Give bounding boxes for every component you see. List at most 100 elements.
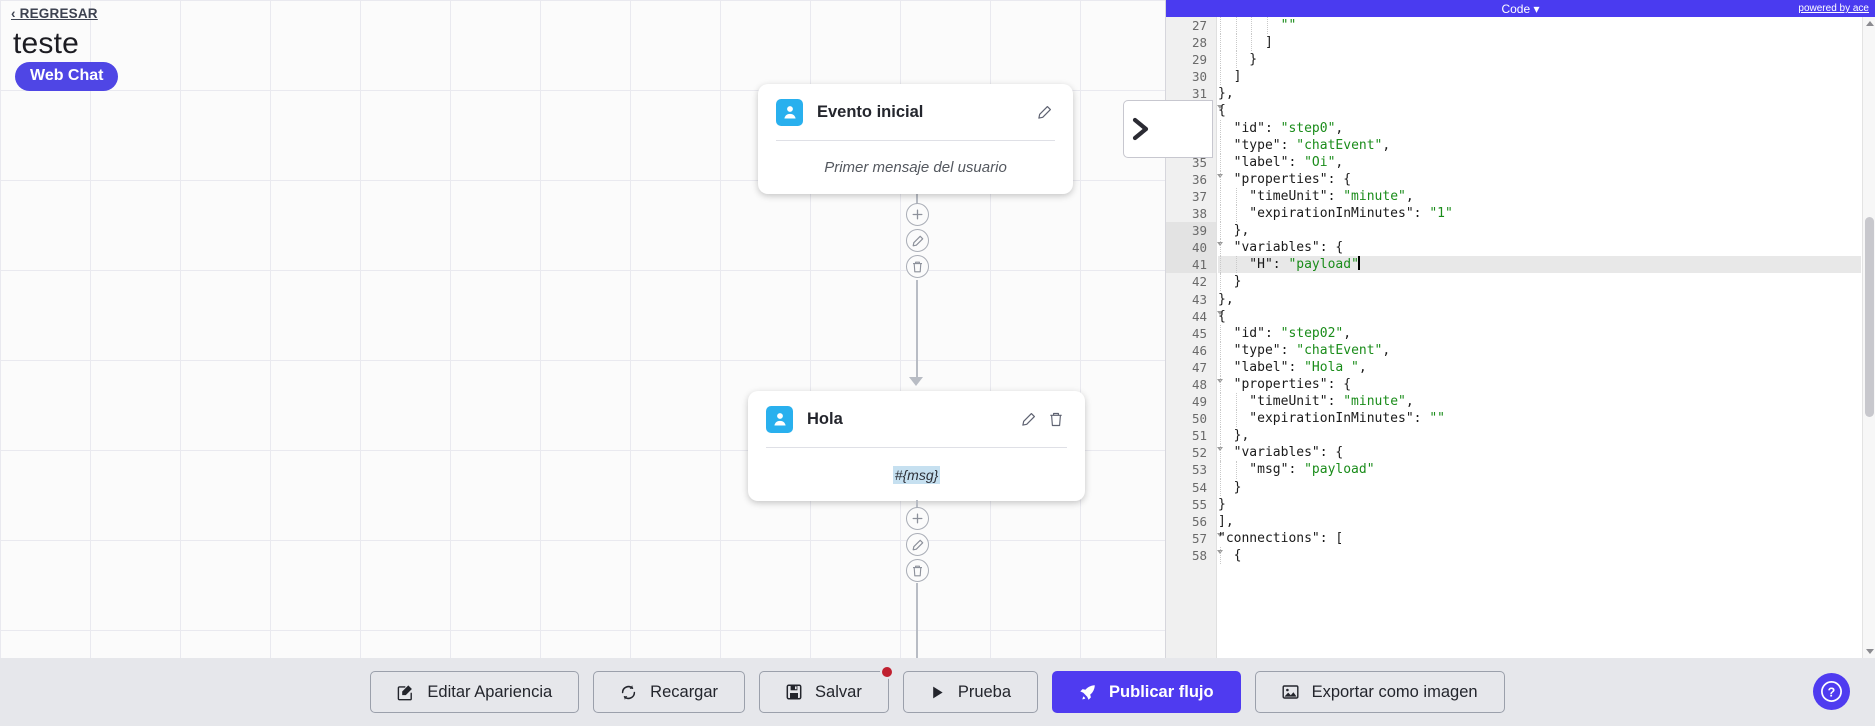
gutter-line-number[interactable]: 51: [1191, 428, 1207, 444]
gutter-line-number[interactable]: 42: [1191, 274, 1207, 290]
code-line[interactable]: }: [1218, 496, 1861, 513]
gutter-line-number[interactable]: 49: [1191, 394, 1207, 410]
code-line[interactable]: "timeUnit": "minute",: [1218, 187, 1861, 206]
code-line[interactable]: ],: [1218, 513, 1861, 530]
code-line[interactable]: "variables": {: [1218, 239, 1861, 257]
gutter-line-number[interactable]: 45: [1191, 325, 1207, 341]
editor-title[interactable]: Code ▾: [1501, 2, 1539, 16]
gutter-line-number[interactable]: 31: [1191, 86, 1207, 102]
code-line[interactable]: }: [1218, 51, 1861, 69]
scroll-up-icon[interactable]: [1866, 21, 1874, 26]
code-line[interactable]: }: [1218, 273, 1861, 291]
add-step-button[interactable]: [906, 507, 929, 530]
salvar-button[interactable]: Salvar: [759, 665, 894, 713]
editor-code-rows[interactable]: "" ] } ]},{ "id": "step0", "type": "chat…: [1218, 17, 1874, 564]
gutter-line-number[interactable]: 30: [1191, 69, 1207, 85]
code-line[interactable]: },: [1218, 85, 1861, 102]
editar-apariencia-button[interactable]: Editar Apariencia: [370, 671, 580, 713]
scroll-down-icon[interactable]: [1866, 649, 1874, 654]
code-line[interactable]: "expirationInMinutes": "1": [1218, 205, 1861, 223]
code-line[interactable]: "": [1218, 17, 1861, 35]
gutter-line-number[interactable]: 41: [1166, 256, 1216, 274]
code-line[interactable]: },: [1218, 222, 1874, 240]
edit-icon[interactable]: [1017, 408, 1039, 430]
code-line[interactable]: "type": "chatEvent",: [1218, 341, 1861, 359]
trash-icon[interactable]: [1045, 408, 1067, 430]
node-body[interactable]: #{msg}: [766, 448, 1067, 501]
gutter-line-number[interactable]: 56: [1191, 513, 1207, 529]
fold-toggle-icon[interactable]: [1217, 310, 1223, 315]
code-line[interactable]: ]: [1218, 34, 1861, 52]
recargar-button[interactable]: Recargar: [593, 671, 746, 713]
editor-scrollbar[interactable]: [1862, 17, 1875, 658]
code-line[interactable]: "properties": {: [1218, 170, 1861, 188]
gutter-line-number[interactable]: 58: [1166, 547, 1223, 564]
edit-connection-button[interactable]: [906, 229, 929, 252]
node-body-text: Primer mensaje del usuario: [824, 159, 1007, 176]
gutter-line-number[interactable]: 54: [1191, 479, 1207, 495]
add-step-button[interactable]: [906, 203, 929, 226]
back-link[interactable]: ‹ REGRESAR: [11, 6, 98, 21]
gutter-line-number[interactable]: 47: [1191, 359, 1207, 375]
editor-content[interactable]: 2728293031323334353637383940414243444546…: [1166, 17, 1875, 658]
gutter-line-number[interactable]: 35: [1191, 154, 1207, 170]
gutter-line-number[interactable]: 50: [1191, 411, 1207, 427]
code-line[interactable]: {: [1218, 546, 1861, 564]
flow-node-hola[interactable]: Hola #{msg}: [748, 391, 1085, 501]
code-line[interactable]: "label": "Oi",: [1218, 153, 1861, 171]
gutter-line-number[interactable]: 38: [1191, 206, 1207, 222]
help-button[interactable]: ?: [1813, 673, 1850, 710]
gutter-line-number[interactable]: 48: [1166, 376, 1223, 393]
gutter-line-number[interactable]: 53: [1191, 462, 1207, 478]
edit-icon[interactable]: [1033, 101, 1055, 123]
code-line[interactable]: },: [1218, 291, 1861, 308]
publicar-flujo-button[interactable]: Publicar flujo: [1052, 671, 1241, 713]
code-line[interactable]: "msg": "payload": [1218, 461, 1861, 479]
code-line[interactable]: {: [1218, 102, 1861, 119]
flow-node-evento-inicial[interactable]: Evento inicial Primer mensaje del usuari…: [758, 84, 1073, 194]
gutter-line-number[interactable]: 43: [1191, 291, 1207, 307]
gutter-line-number[interactable]: 28: [1191, 35, 1207, 51]
gutter-line-number[interactable]: 46: [1191, 342, 1207, 358]
code-line[interactable]: "type": "chatEvent",: [1218, 136, 1861, 154]
gutter-line-number[interactable]: 39: [1166, 222, 1216, 240]
code-line[interactable]: "label": "Hola ",: [1218, 358, 1861, 376]
code-line[interactable]: "id": "step0",: [1218, 119, 1861, 137]
fold-toggle-icon[interactable]: [1217, 105, 1223, 110]
code-line[interactable]: "variables": {: [1218, 444, 1861, 462]
fold-toggle-icon[interactable]: [1217, 532, 1223, 537]
indent-guide: [1220, 478, 1221, 496]
gutter-line-number[interactable]: 27: [1191, 18, 1207, 33]
scrollbar-thumb[interactable]: [1865, 217, 1874, 417]
code-line[interactable]: },: [1218, 427, 1861, 445]
gutter-line-number[interactable]: 44: [1166, 308, 1223, 325]
code-line[interactable]: "expirationInMinutes": "": [1218, 410, 1861, 428]
exportar-como-imagen-button[interactable]: Exportar como imagen: [1254, 671, 1505, 713]
chevron-down-icon[interactable]: ▾: [1533, 1, 1540, 16]
delete-connection-button[interactable]: [906, 559, 929, 582]
edit-connection-button[interactable]: [906, 533, 929, 556]
gutter-line-number[interactable]: 29: [1191, 52, 1207, 68]
code-line[interactable]: ]: [1218, 68, 1861, 86]
gutter-line-number[interactable]: 55: [1191, 496, 1207, 512]
prueba-button[interactable]: Prueba: [902, 671, 1039, 713]
code-line[interactable]: "id": "step02",: [1218, 324, 1861, 342]
gutter-line-number[interactable]: 57: [1166, 530, 1223, 547]
flow-canvas[interactable]: ‹ REGRESAR teste Web Chat Evento inic: [0, 0, 1165, 658]
code-line[interactable]: "H": "payload": [1218, 256, 1861, 274]
code-line[interactable]: }: [1218, 478, 1861, 496]
code-line[interactable]: "properties": {: [1218, 375, 1861, 394]
code-editor-panel[interactable]: Code ▾ powered by ace 272829303132333435…: [1165, 0, 1875, 658]
delete-connection-button[interactable]: [906, 255, 929, 278]
code-line[interactable]: "connections": [: [1218, 530, 1861, 547]
gutter-line-number[interactable]: 52: [1166, 444, 1223, 461]
gutter-line-number[interactable]: 40: [1166, 239, 1223, 257]
collapse-editor-button[interactable]: [1123, 100, 1213, 158]
powered-by-link[interactable]: powered by ace: [1798, 3, 1869, 14]
code-line[interactable]: "timeUnit": "minute",: [1218, 393, 1861, 411]
gutter-line-number[interactable]: 37: [1191, 188, 1207, 204]
code-line[interactable]: {: [1218, 308, 1861, 325]
gutter-line-number[interactable]: 36: [1166, 171, 1223, 188]
node-body[interactable]: Primer mensaje del usuario: [776, 141, 1055, 194]
